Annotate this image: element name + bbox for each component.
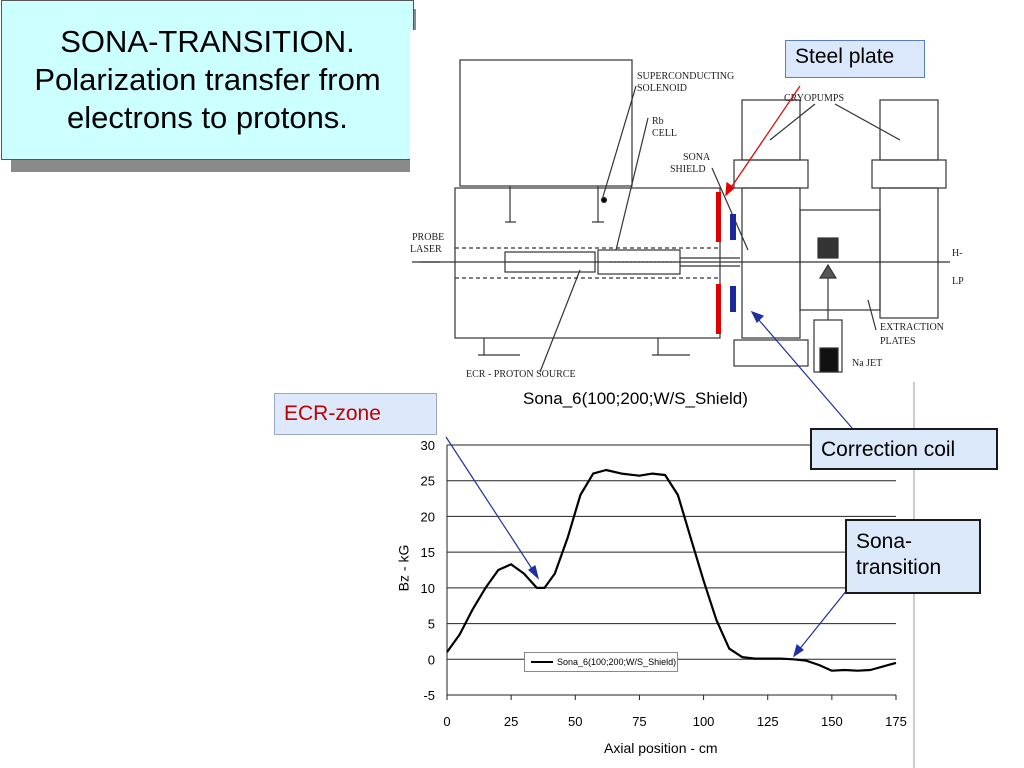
label-h-minus: H-	[952, 248, 963, 259]
ecr-zone-callout: ECR-zone	[274, 393, 437, 435]
x-tick-label: 50	[568, 714, 582, 729]
chart-y-axis-label: Bz - kG	[395, 544, 412, 592]
label-solenoid: SOLENOID	[637, 83, 687, 94]
x-tick-label: 0	[443, 714, 450, 729]
x-tick-label: 175	[885, 714, 907, 729]
chart-legend: Sona_6(100;200;W/S_Shield)	[524, 652, 678, 672]
x-tick-label: 25	[504, 714, 518, 729]
label-cell: CELL	[652, 128, 677, 139]
chart-title: Sona_6(100;200;W/S_Shield)	[523, 389, 748, 408]
y-tick-label: -5	[423, 688, 435, 703]
x-tick-label: 75	[632, 714, 646, 729]
correction-coil-callout: Correction coil	[810, 428, 998, 470]
steel-plate-mark-bottom	[716, 284, 721, 334]
y-tick-label: 20	[421, 509, 435, 524]
label-cryopumps: CRYOPUMPS	[784, 93, 844, 104]
slide-title: SONA-TRANSITION. Polarization transfer f…	[1, 0, 414, 160]
y-tick-label: 30	[421, 438, 435, 453]
label-laser: LASER	[410, 244, 442, 255]
series-line-0	[446, 468, 897, 672]
sona-transition-callout: Sona- transition	[845, 519, 981, 594]
steel-plate-arrow	[725, 85, 801, 196]
steel-plate-mark-top	[716, 192, 721, 242]
chart-x-axis-label: Axial position - cm	[604, 740, 718, 756]
y-tick-label: 25	[421, 474, 435, 489]
sona-transition-line-1: Sona-	[856, 530, 913, 553]
title-line-2: Polarization transfer from	[34, 62, 381, 97]
label-superconducting: SUPERCONDUCTING	[637, 71, 734, 82]
y-tick-label: 10	[421, 581, 435, 596]
sona-transition-line-2: transition	[856, 556, 942, 579]
label-probe: PROBE	[412, 232, 444, 243]
ecr-zone-arrow	[445, 436, 539, 579]
correction-coil-mark-top	[730, 214, 736, 240]
diagram-label-group: SUPERCONDUCTING SOLENOID CRYOPUMPS Rb CE…	[410, 71, 964, 380]
solenoid-upper-box	[459, 59, 633, 187]
apparatus-drawing	[410, 30, 950, 382]
title-line-1: SONA-TRANSITION.	[60, 24, 355, 59]
annotation-arrows	[445, 85, 853, 658]
steel-plate-callout: Steel plate	[785, 40, 925, 78]
label-shield: SHIELD	[670, 164, 706, 175]
x-tick-label: 125	[757, 714, 779, 729]
correction-coil-arrow	[751, 311, 853, 429]
label-ecr-proton-source: ECR - PROTON SOURCE	[466, 369, 576, 380]
y-tick-label: 0	[428, 652, 435, 667]
x-tick-label: 150	[821, 714, 843, 729]
label-sona: SONA	[683, 152, 711, 163]
y-tick-label: 15	[421, 545, 435, 560]
legend-label: Sona_6(100;200;W/S_Shield)	[557, 657, 677, 667]
legend-swatch	[531, 661, 553, 663]
label-extraction: EXTRACTION	[880, 322, 944, 333]
sona-transition-arrow	[793, 589, 848, 657]
label-lp: LP	[952, 276, 964, 287]
title-line-3: electrons to protons.	[67, 100, 348, 135]
label-na-jet: Na JET	[852, 358, 882, 369]
correction-coil-mark-bottom	[730, 286, 736, 312]
x-tick-label: 100	[693, 714, 715, 729]
y-tick-label: 5	[428, 617, 435, 632]
solenoid-body	[454, 187, 721, 339]
label-rb: Rb	[652, 116, 664, 127]
label-plates: PLATES	[880, 336, 916, 347]
